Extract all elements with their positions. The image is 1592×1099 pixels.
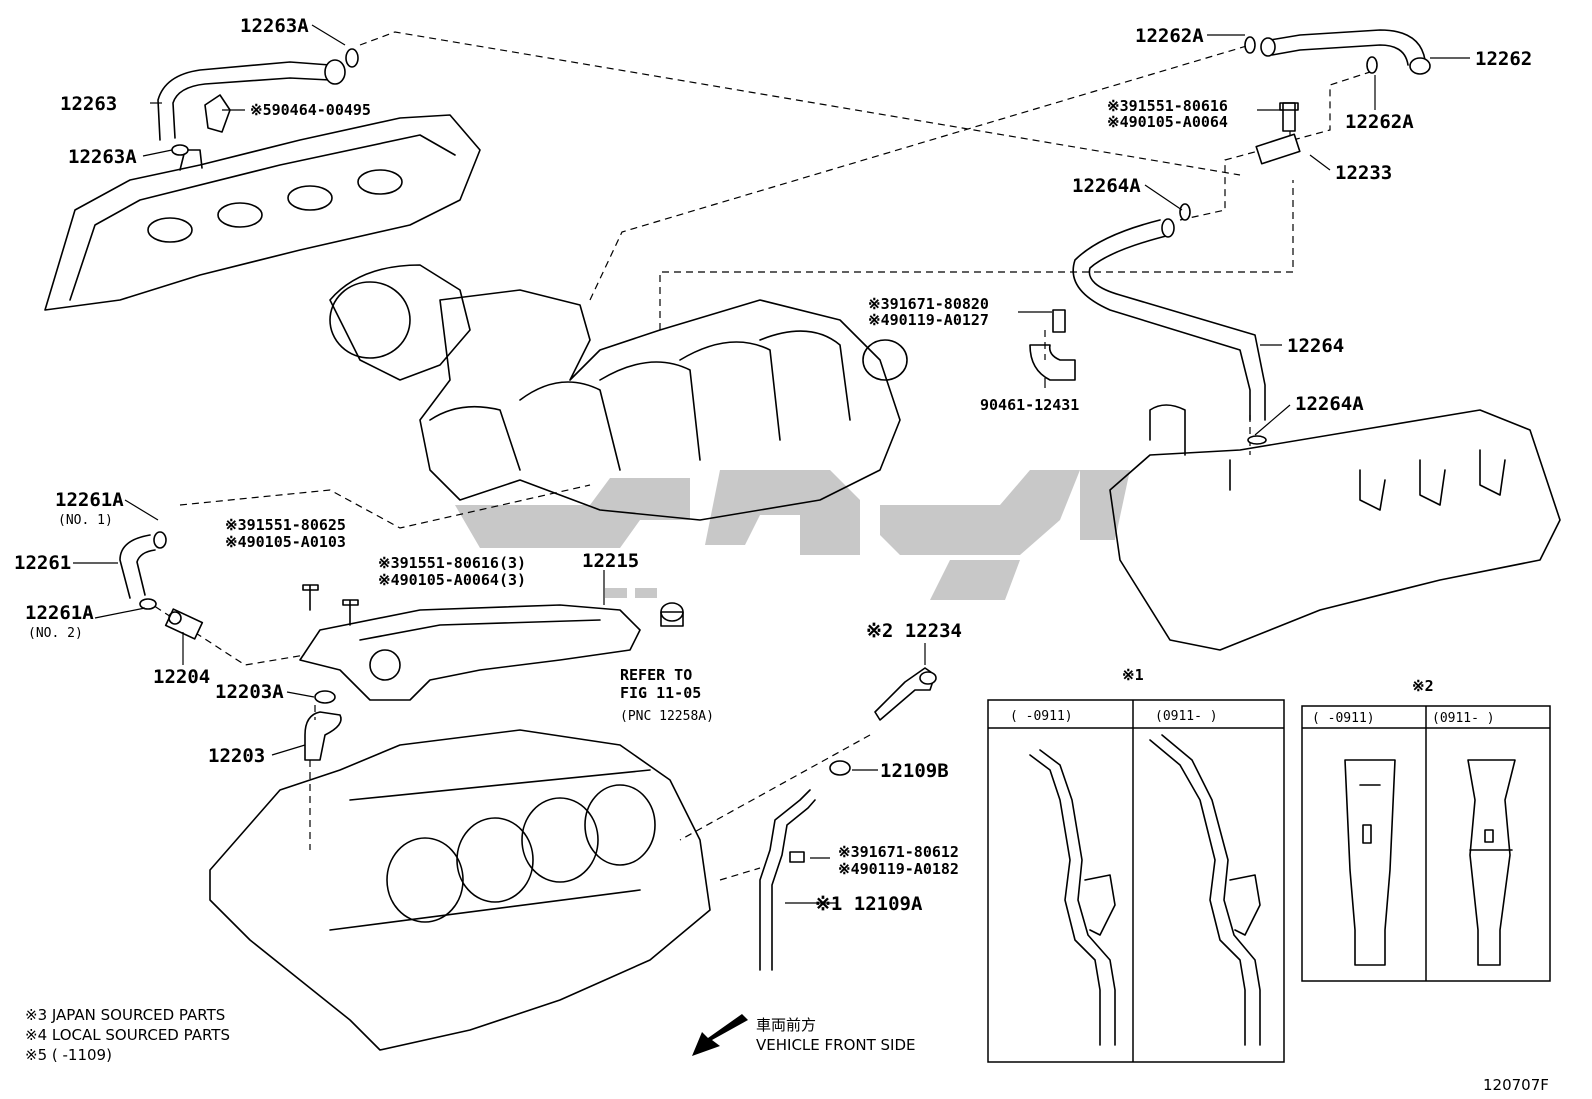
- label-90105-A0064: ※490105-A0064: [1107, 113, 1228, 131]
- dipstick-12234: [759, 667, 937, 971]
- variant-box-1-col2: (0911- ): [1155, 709, 1218, 724]
- label-90119-A0182: ※490119-A0182: [838, 860, 959, 878]
- cylinder-head-cover-right: [1109, 404, 1561, 651]
- label-90119-A0127: ※490119-A0127: [868, 311, 989, 329]
- label-90105-A0064-3: ※490105-A0064(3): [378, 571, 526, 589]
- label-pnc-12258A: (PNC 12258A): [620, 709, 714, 724]
- label-12204: 12204: [153, 666, 210, 688]
- label-12262: 12262: [1475, 48, 1532, 70]
- variant-box-2-title: ※2: [1412, 677, 1434, 695]
- label-12262A-top: 12262A: [1135, 25, 1204, 47]
- label-12263A-bottom: 12263A: [68, 146, 137, 168]
- variant-box-2-col2: (0911- ): [1432, 711, 1495, 726]
- valve-12204: [164, 608, 204, 640]
- label-12234: ※2 12234: [866, 620, 962, 642]
- cylinder-block: [209, 729, 711, 1051]
- label-12215: 12215: [582, 550, 639, 572]
- cylinder-head-cover-left: [44, 114, 481, 311]
- dipstick-variant-1: [1344, 759, 1396, 966]
- footnote-date-range: ※5 ( -1109): [25, 1046, 112, 1064]
- variant-box-2: ※2 ( -0911) (0911- ): [1301, 677, 1551, 982]
- intake-manifold: [329, 264, 908, 521]
- front-label-en: VEHICLE FRONT SIDE: [756, 1036, 916, 1054]
- label-91551-80625: ※391551-80625: [225, 516, 346, 534]
- variant-box-1-title: ※1: [1122, 666, 1144, 684]
- hose-12263: [157, 48, 359, 156]
- dipstick-variant-2: [1467, 759, 1516, 966]
- label-12263: 12263: [60, 93, 117, 115]
- label-91671-80612: ※391671-80612: [838, 843, 959, 861]
- label-refer-to: REFER TO: [620, 666, 692, 684]
- label-12203: 12203: [208, 745, 265, 767]
- label-12203A: 12203A: [215, 681, 284, 703]
- pipe-12203: [304, 690, 342, 761]
- label-90461-12431: 90461-12431: [980, 396, 1079, 414]
- figure-code: 120707F: [1483, 1076, 1549, 1094]
- label-12109B: 12109B: [880, 760, 949, 782]
- label-12261A-no2: 12261A: [25, 602, 94, 624]
- label-12263A-top: 12263A: [240, 15, 309, 37]
- label-90105-A0103: ※490105-A0103: [225, 533, 346, 551]
- label-12261A-no2-sub: (NO. 2): [28, 626, 83, 641]
- guide-lines: [144, 31, 1371, 881]
- front-direction-arrow: [692, 1014, 748, 1056]
- label-90464-00495: ※590464-00495: [250, 101, 371, 119]
- label-12262A-right: 12262A: [1345, 111, 1414, 133]
- footnotes: ※3 JAPAN SOURCED PARTS ※4 LOCAL SOURCED …: [25, 1006, 230, 1064]
- hose-12261: [119, 531, 167, 610]
- leader-lines: [73, 24, 1470, 904]
- part-labels: 12263A 12263 ※590464-00495 12263A 12262A…: [14, 15, 1532, 915]
- label-12261: 12261: [14, 552, 71, 574]
- footnote-japan-sourced: ※3 JAPAN SOURCED PARTS: [25, 1006, 225, 1024]
- hose-12262: [1244, 29, 1431, 75]
- label-91551-80616: ※391551-80616: [1107, 97, 1228, 115]
- clamp-90461: [1029, 309, 1076, 381]
- label-12109A: ※1 12109A: [815, 893, 923, 915]
- guide-variant-1: [1029, 749, 1116, 1046]
- watermark-logo: [455, 470, 1130, 600]
- variant-box-2-col1: ( -0911): [1312, 711, 1375, 726]
- guide-variant-2: [1149, 734, 1261, 1046]
- label-12264A-bottom: 12264A: [1295, 393, 1364, 415]
- label-12261A-no1-sub: (NO. 1): [58, 513, 113, 528]
- footnote-local-sourced: ※4 LOCAL SOURCED PARTS: [25, 1026, 230, 1044]
- plate-12215: [299, 584, 684, 701]
- label-12261A-no1: 12261A: [55, 489, 124, 511]
- label-12264A-top: 12264A: [1072, 175, 1141, 197]
- union-12233: [1255, 102, 1301, 165]
- front-label-jp: 車両前方: [756, 1016, 816, 1034]
- variant-box-1-col1: ( -0911): [1010, 709, 1073, 724]
- hose-12264: [1072, 203, 1267, 445]
- label-91671-80820: ※391671-80820: [868, 295, 989, 313]
- variant-box-1: ※1 ( -0911) (0911- ): [987, 666, 1285, 1063]
- label-fig-11-05: FIG 11-05: [620, 684, 701, 702]
- label-91551-80616-3: ※391551-80616(3): [378, 554, 526, 572]
- label-12264: 12264: [1287, 335, 1344, 357]
- label-12233: 12233: [1335, 162, 1392, 184]
